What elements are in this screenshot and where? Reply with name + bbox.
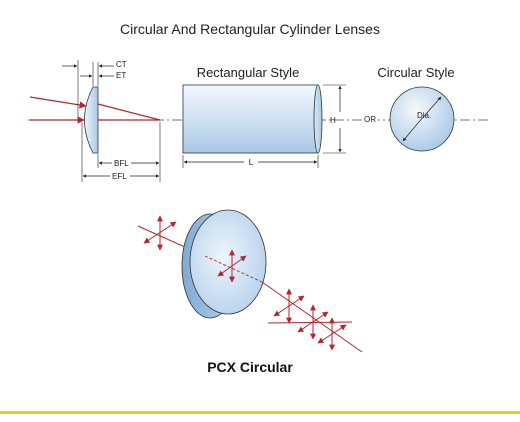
- lens-profile: CT ET BFL EFL: [29, 60, 161, 182]
- diameter-arrow-a: [417, 96, 442, 124]
- pcx-lens-face: [189, 209, 267, 315]
- profile-lens-shape: [84, 86, 99, 154]
- polarization-cross-5: [317, 317, 347, 351]
- et-label: ET: [116, 71, 126, 80]
- rectangular-style: Rectangular Style H L: [182, 65, 346, 168]
- polarization-cross-4: [297, 304, 329, 340]
- diameter-label: Dia.: [417, 111, 431, 120]
- or-label-bg: [362, 113, 378, 125]
- diameter-arrow-b: [402, 122, 419, 142]
- pcx-circular-illustration: [137, 209, 363, 353]
- polarization-cross-2: [217, 249, 247, 283]
- focused-ray: [97, 103, 161, 121]
- incoming-ray-top: [29, 96, 87, 109]
- l-label: L: [249, 158, 254, 167]
- circular-style: Circular Style Dia.: [377, 65, 455, 152]
- h-label: H: [330, 116, 336, 125]
- rectangular-lens-body: [182, 84, 319, 154]
- polarization-cross-1: [143, 215, 177, 251]
- figure-title: Circular And Rectangular Cylinder Lenses: [120, 21, 380, 37]
- pcx-output-beam: [261, 281, 363, 353]
- rectangular-lens-end: [313, 84, 323, 154]
- polarization-cross-3: [273, 288, 305, 324]
- circular-heading: Circular Style: [377, 65, 454, 80]
- pcx-output-beam-2: [267, 321, 353, 324]
- efl-label: EFL: [112, 172, 127, 181]
- bfl-label: BFL: [114, 159, 129, 168]
- bottom-rule: [0, 411, 520, 414]
- or-label: OR: [364, 115, 376, 124]
- pcx-caption: PCX Circular: [207, 359, 293, 375]
- ct-label: CT: [116, 60, 127, 69]
- rectangular-heading: Rectangular Style: [197, 65, 300, 80]
